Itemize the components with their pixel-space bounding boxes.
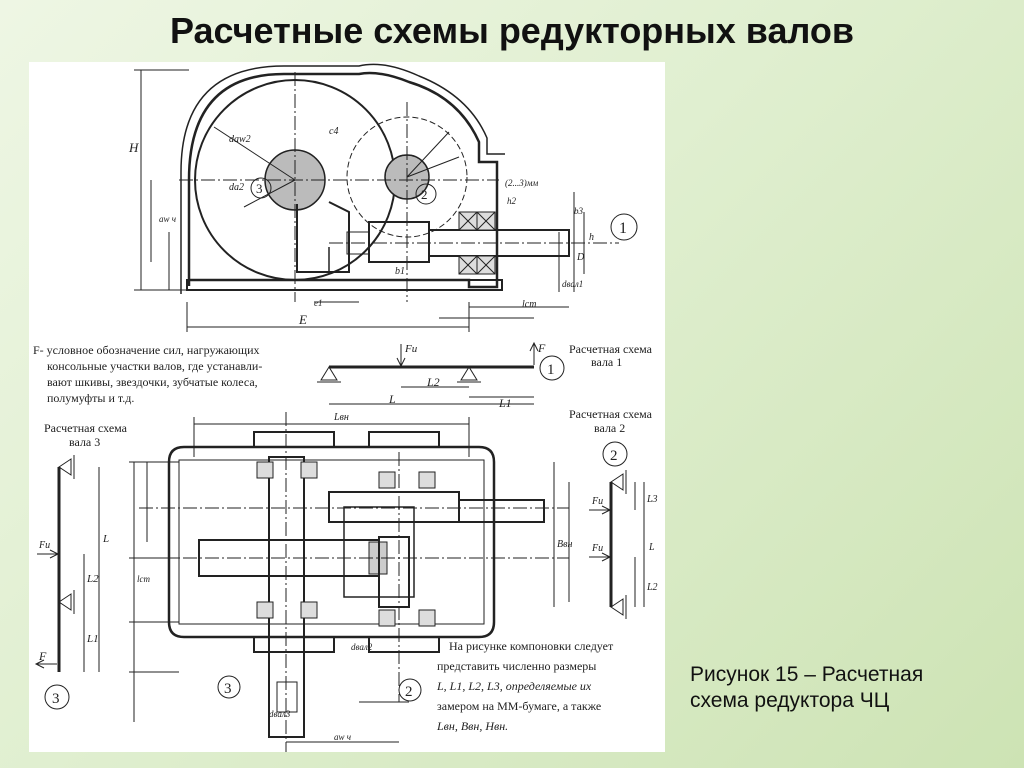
scheme2-Fu-a: Fu	[591, 496, 603, 507]
dim-range: (2...3)мм	[505, 178, 538, 188]
scheme2-L3: L3	[646, 494, 658, 505]
scheme2-title-2: вала 2	[594, 421, 625, 435]
scheme2-L2: L2	[646, 582, 658, 593]
note-line-1: На рисунке компоновки следует	[449, 639, 614, 653]
note-line-3: L, L1, L2, L3, определяемые их	[436, 679, 592, 693]
caption-line-2: схема редуктора ЧЦ	[690, 689, 890, 712]
scheme3-L: L	[102, 533, 109, 545]
scheme2-Fu-b: Fu	[591, 543, 603, 554]
label-circle-2-bottom: 2	[405, 684, 413, 700]
legend-line-3: вают шкивы, звездочки, зубчатые колеса,	[47, 375, 258, 389]
scheme1-Fu: Fu	[404, 343, 418, 355]
legend-line-4: полумуфты и т.д.	[47, 391, 134, 405]
scheme2-L: L	[648, 542, 655, 553]
scheme3-L1: L1	[86, 633, 99, 645]
dim-e1: e1	[314, 298, 323, 308]
note-line-4: замером на ММ-бумаге, а также	[437, 699, 601, 713]
label-circle-2-top: 2	[421, 187, 428, 202]
scheme1-title-1: Расчетная схема	[569, 342, 653, 356]
caption-line-1: Рисунок 15 – Расчетная	[690, 663, 924, 686]
dim-c4: c4	[329, 126, 338, 137]
scheme-shaft-1	[317, 341, 565, 405]
scheme3-title-1: Расчетная схема	[44, 421, 128, 435]
scheme2-title-1: Расчетная схема	[569, 407, 653, 421]
dim-aw-bottom: aw ч	[334, 732, 351, 742]
scheme1-title-2: вала 1	[591, 355, 622, 369]
label-circle-1-top: 1	[619, 220, 627, 237]
label-circle-2-scheme: 2	[610, 448, 618, 464]
dim-h2: h2	[507, 196, 517, 206]
label-circle-1-scheme: 1	[547, 362, 555, 378]
reducer-drawing-svg: 3 2 1 1 2 3 3 2 H E c4 b1 h D lст dаw2 d…	[33, 63, 658, 752]
engineering-drawing: 3 2 1 1 2 3 3 2 H E c4 b1 h D lст dаw2 d…	[29, 62, 665, 752]
legend-line-1: F- условное обозначение сил, нагружающих	[33, 343, 260, 357]
label-circle-3-scheme: 3	[52, 691, 60, 707]
scheme1-F: F	[537, 341, 546, 355]
scheme3-L2: L2	[86, 573, 99, 585]
scheme1-L1: L1	[498, 396, 512, 410]
dim-da2: da2	[229, 182, 244, 193]
dim-dvax2: dвал2	[351, 642, 373, 652]
dim-Lvn: Lвн	[333, 412, 349, 423]
note-line-2: представить численно размеры	[437, 659, 596, 673]
dim-lcm-top: lст	[522, 299, 536, 310]
figure-caption: Рисунок 15 – Расчетная схема редуктора Ч…	[690, 662, 1010, 714]
dim-b1: b1	[395, 266, 405, 277]
dim-Bvn: Bвн	[557, 539, 572, 550]
dim-dvax1: dвал1	[562, 279, 583, 289]
dim-dvax3: dвал3	[269, 709, 291, 719]
dim-aw: aw ч	[159, 214, 176, 224]
bottom-assembly-view	[129, 412, 570, 752]
scheme1-L: L	[388, 392, 396, 406]
scheme1-L2: L2	[426, 375, 440, 389]
dim-H: H	[128, 140, 139, 155]
scheme-shaft-3	[34, 455, 100, 710]
label-circle-3-bottom: 3	[224, 681, 232, 697]
dim-D: D	[576, 252, 585, 263]
dim-lcm-bottom: lст	[137, 574, 150, 584]
scheme-shaft-2	[589, 441, 645, 619]
dim-daw2: dаw2	[229, 134, 251, 145]
scheme3-title-2: вала 3	[69, 435, 100, 449]
top-assembly-view	[134, 63, 619, 332]
legend-line-2: консольные участки валов, где устанавли-	[47, 359, 262, 373]
dim-b3: b3	[574, 206, 584, 216]
slide-title: Расчетные схемы редукторных валов	[169, 10, 855, 51]
scheme3-Fu: Fu	[38, 540, 50, 551]
dim-E: E	[298, 312, 307, 327]
label-circle-3-top: 3	[256, 181, 263, 196]
dim-h: h	[589, 232, 594, 243]
scheme3-F: F	[38, 649, 47, 663]
note-line-5: Lвн, Bвн, Hвн.	[436, 719, 508, 733]
